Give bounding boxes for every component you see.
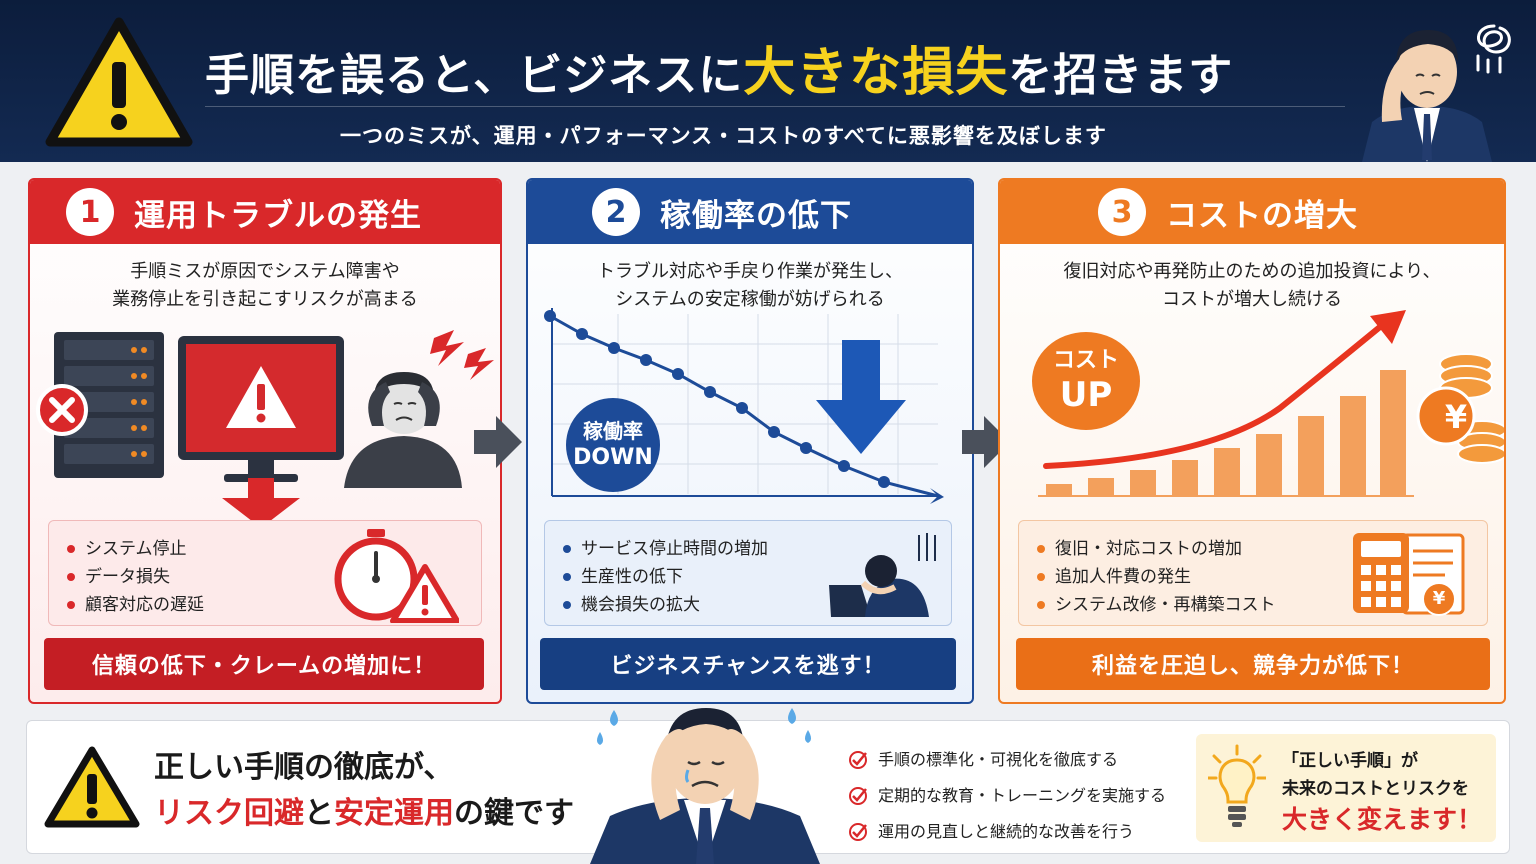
stressed-businessman-illustration <box>1362 30 1492 162</box>
panel-1-header: 1 運用トラブルの発生 <box>30 180 500 244</box>
panel-3-number: 3 <box>1098 188 1146 236</box>
list-item: 機会損失の拡大 <box>563 591 768 619</box>
panel-3-title: コストの増大 <box>1166 197 1358 234</box>
panel-2-title: 稼働率の低下 <box>660 197 852 234</box>
list-item: 追加人件費の発生 <box>1037 563 1276 591</box>
exhausted-worker-icon <box>829 533 936 617</box>
panel-operation-trouble: 1 運用トラブルの発生 手順ミスが原因でシステム障害や 業務停止を引き起こすリス… <box>28 178 502 704</box>
list-item: 復旧・対応コストの増加 <box>1037 535 1276 563</box>
title-divider <box>205 106 1345 107</box>
header-banner: 手順を誤ると、ビジネスに大きな損失を招きます 一つのミスが、運用・パフォーマンス… <box>0 0 1536 162</box>
server-icon <box>54 332 164 478</box>
calculator-icon <box>1353 533 1465 616</box>
page-subtitle: 一つのミスが、運用・パフォーマンス・コストのすべてに悪影響を及ぼします <box>340 124 1107 148</box>
yen-symbol: ¥ <box>1444 398 1468 436</box>
panel-3-description: 復旧対応や再発防止のための追加投資により、 コストが増大し続ける <box>1063 261 1441 310</box>
title-highlight: 大きな損失 <box>743 43 1009 103</box>
check-icon <box>849 823 867 841</box>
availability-down-badge: 稼働率 DOWN <box>566 398 660 492</box>
list-item: データ損失 <box>67 563 204 591</box>
panel-1-title: 運用トラブルの発生 <box>134 197 422 234</box>
yen-small-symbol: ¥ <box>1432 588 1446 609</box>
list-item: 生産性の低下 <box>563 563 768 591</box>
panel-1-description: 手順ミスが原因でシステム障害や 業務停止を引き起こすリスクが高まる <box>112 261 418 310</box>
tip-line-3: 大きく変えます！ <box>1282 805 1483 834</box>
tip-line-2: 未来のコストとリスクを <box>1282 779 1469 799</box>
list-item: 顧客対応の遅延 <box>67 591 204 619</box>
stress-scribble-icon <box>1476 24 1511 74</box>
cost-up-badge: コスト UP <box>1032 332 1140 430</box>
panel-1-conclusion: 信頼の低下・クレームの増加に！ <box>44 638 484 690</box>
panel-2-number: 2 <box>592 188 640 236</box>
list-item: 運用の見直しと継続的な改善を行う <box>848 814 1166 850</box>
bottom-title-line1: 正しい手順の徹底が、 <box>154 750 454 785</box>
list-item: 定期的な教育・トレーニングを実施する <box>848 778 1166 814</box>
list-item: システム停止 <box>67 535 204 563</box>
page-title: 手順を誤ると、ビジネスに大きな損失を招きます <box>205 43 1234 103</box>
system-failure-illustration <box>36 330 494 528</box>
bottom-title-line2: リスク回避と安定運用の鍵です <box>154 796 574 831</box>
coins-icon <box>1416 353 1504 464</box>
panel-3-impact-box: 復旧・対応コストの増加 追加人件費の発生 システム改修・再構築コスト ¥ <box>1018 520 1488 626</box>
check-icon <box>849 751 867 769</box>
monitor-warning-icon <box>178 336 344 482</box>
panel-2-description: トラブル対応や手戻り作業が発生し、 システムの安定稼働が妨げられる <box>597 261 903 310</box>
panel-2-conclusion: ビジネスチャンスを逃す！ <box>540 638 956 690</box>
worried-businessman-illustration <box>590 708 820 864</box>
list-item: 手順の標準化・可視化を徹底する <box>848 742 1166 778</box>
lightning-icon <box>430 330 494 380</box>
flow-arrow-icon <box>962 416 1010 468</box>
bar-chart-icon <box>1038 310 1414 497</box>
tip-line-1: 「正しい手順」が <box>1282 751 1418 771</box>
flow-arrow-icon <box>474 416 522 468</box>
warning-icon <box>45 17 193 147</box>
lightbulb-icon <box>1208 744 1266 827</box>
panel-1-number: 1 <box>66 188 114 236</box>
panel-1-bullet-list: システム停止 データ損失 顧客対応の遅延 <box>67 535 204 619</box>
panel-3-bullet-list: 復旧・対応コストの増加 追加人件費の発生 システム改修・再構築コスト <box>1037 535 1276 619</box>
panel-2-header: 2 稼働率の低下 <box>528 180 972 244</box>
panel-3-header: 3 コストの増大 <box>1000 180 1504 244</box>
stressed-person-illustration <box>344 372 462 488</box>
line-chart-icon <box>544 308 944 504</box>
check-icon <box>849 787 867 805</box>
panel-2-impact-box: サービス停止時間の増加 生産性の低下 機会損失の拡大 <box>544 520 952 626</box>
best-practice-checklist: 手順の標準化・可視化を徹底する 定期的な教育・トレーニングを実施する 運用の見直… <box>848 742 1166 850</box>
warning-icon <box>44 746 140 828</box>
panel-cost-increase: 3 コストの増大 復旧対応や再発防止のための追加投資により、 コストが増大し続け… <box>998 178 1506 704</box>
panel-1-impact-box: システム停止 データ損失 顧客対応の遅延 <box>48 520 482 626</box>
list-item: サービス停止時間の増加 <box>563 535 768 563</box>
down-arrow-icon <box>816 340 906 454</box>
panel-2-bullet-list: サービス停止時間の増加 生産性の低下 機会損失の拡大 <box>563 535 768 619</box>
stopwatch-icon <box>334 529 459 623</box>
panel-availability-decline: 2 稼働率の低下 トラブル対応や手戻り作業が発生し、 システムの安定稼働が妨げら… <box>526 178 974 704</box>
error-x-icon <box>36 384 88 436</box>
list-item: システム改修・再構築コスト <box>1037 591 1276 619</box>
panel-3-conclusion: 利益を圧迫し、競争力が低下！ <box>1016 638 1490 690</box>
